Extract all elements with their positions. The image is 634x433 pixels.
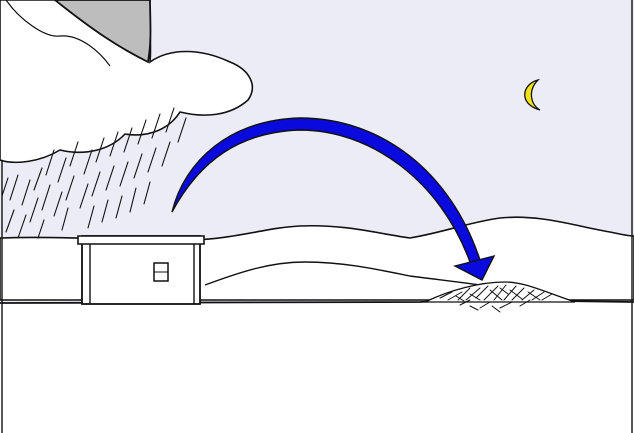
house	[78, 236, 204, 304]
ground	[0, 302, 634, 433]
